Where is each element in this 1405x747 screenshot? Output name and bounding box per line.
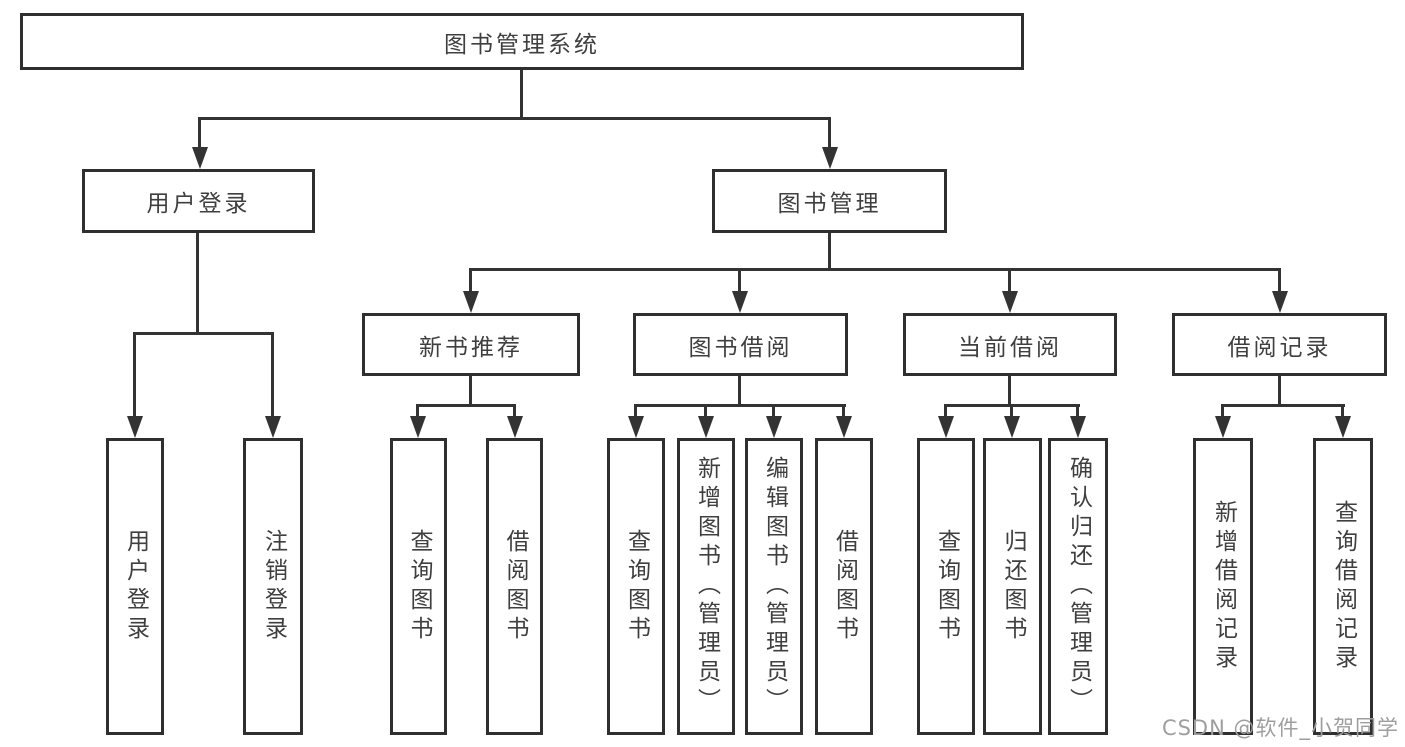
node-user-login-label: 用户登录 (146, 191, 251, 217)
connector-level2-split (469, 268, 1281, 271)
connector-drop-logout (271, 332, 274, 416)
connector-user-login-down (196, 233, 199, 335)
node-root: 图书管理系统 (20, 13, 1024, 70)
leaf-edit-book-admin: 编辑图书（管理员） (745, 438, 803, 735)
node-current-borrow: 当前借阅 (903, 313, 1117, 376)
node-new-book-rec-label: 新书推荐 (419, 334, 523, 361)
connector-borrow-record-down (1278, 375, 1281, 407)
arrow-down-icon (265, 416, 281, 438)
arrow-down-icon (1215, 416, 1231, 438)
leaf-add-book-admin: 新增图书（管理员） (677, 438, 735, 735)
connector-book-mgmt-down (828, 233, 831, 270)
connector-drop-new-book-rec (469, 268, 472, 291)
arrow-down-icon (822, 147, 838, 169)
leaf-borrow-book-rec: 借阅图书 (486, 438, 543, 735)
arrow-down-icon (766, 416, 782, 438)
connector-drop-leaf (772, 404, 775, 416)
connector-user-login-split (133, 332, 273, 335)
node-book-borrow-label: 图书借阅 (688, 334, 793, 361)
node-book-mgmt: 图书管理 (712, 169, 947, 233)
connector-drop-borrow-record (1278, 268, 1281, 291)
arrow-down-icon (410, 416, 426, 438)
node-book-mgmt-label: 图书管理 (777, 191, 882, 217)
arrow-down-icon (938, 416, 954, 438)
connector-drop-leaf (704, 404, 707, 416)
arrow-down-icon (463, 291, 479, 313)
leaf-query-book-current: 查询图书 (917, 438, 975, 735)
leaf-logout-action: 注销登录 (243, 438, 303, 735)
arrow-down-icon (732, 291, 748, 313)
connector-drop-user-login-action (133, 332, 136, 416)
connector-drop-leaf (513, 404, 516, 416)
arrow-down-icon (628, 416, 644, 438)
arrow-down-icon (1335, 416, 1351, 438)
connector-drop-book-borrow (738, 268, 741, 291)
connector-drop-leaf (1010, 404, 1013, 416)
connector-drop-leaf (1221, 404, 1224, 416)
connector-borrow-record-split (1221, 404, 1345, 407)
node-borrow-record-label: 借阅记录 (1227, 334, 1332, 361)
leaf-borrow-book-borrow: 借阅图书 (815, 438, 873, 735)
leaf-return-book: 归还图书 (983, 438, 1042, 735)
arrow-down-icon (192, 147, 208, 169)
leaf-query-book-borrow: 查询图书 (607, 438, 665, 735)
leaf-add-borrow-record: 新增借阅记录 (1193, 438, 1253, 735)
arrow-down-icon (698, 416, 714, 438)
connector-new-book-rec-down (469, 375, 472, 407)
connector-book-borrow-split (634, 404, 846, 407)
arrow-down-icon (127, 416, 143, 438)
connector-level1-split (198, 117, 830, 120)
connector-new-book-rec-split (416, 404, 516, 407)
node-current-borrow-label: 当前借阅 (958, 334, 1062, 361)
node-borrow-record: 借阅记录 (1172, 313, 1387, 376)
arrow-down-icon (836, 416, 852, 438)
arrow-down-icon (1002, 291, 1018, 313)
arrow-down-icon (1272, 291, 1288, 313)
arrow-down-icon (1004, 416, 1020, 438)
node-user-login: 用户登录 (82, 169, 315, 233)
leaf-confirm-return-admin: 确认归还（管理员） (1048, 438, 1108, 735)
leaf-user-login-action: 用户登录 (106, 438, 164, 735)
connector-drop-current-borrow (1008, 268, 1011, 291)
connector-drop-leaf (842, 404, 845, 416)
connector-drop-user-login (198, 117, 201, 148)
connector-current-borrow-down (1008, 375, 1011, 407)
connector-book-borrow-down (738, 375, 741, 407)
connector-drop-book-mgmt (828, 117, 831, 148)
leaf-query-book-rec: 查询图书 (390, 438, 447, 735)
node-book-borrow: 图书借阅 (633, 313, 848, 376)
connector-drop-leaf (1341, 404, 1344, 416)
connector-root-down (520, 70, 523, 117)
connector-drop-leaf (944, 404, 947, 416)
csdn-watermark: CSDN @软件_小贺同学 (1161, 716, 1399, 740)
leaf-query-borrow-record: 查询借阅记录 (1313, 438, 1373, 735)
arrow-down-icon (507, 416, 523, 438)
node-root-label: 图书管理系统 (444, 31, 600, 58)
node-new-book-rec: 新书推荐 (362, 313, 580, 376)
connector-drop-leaf (634, 404, 637, 416)
connector-drop-leaf (416, 404, 419, 416)
connector-drop-leaf (1076, 404, 1079, 416)
arrow-down-icon (1070, 416, 1086, 438)
